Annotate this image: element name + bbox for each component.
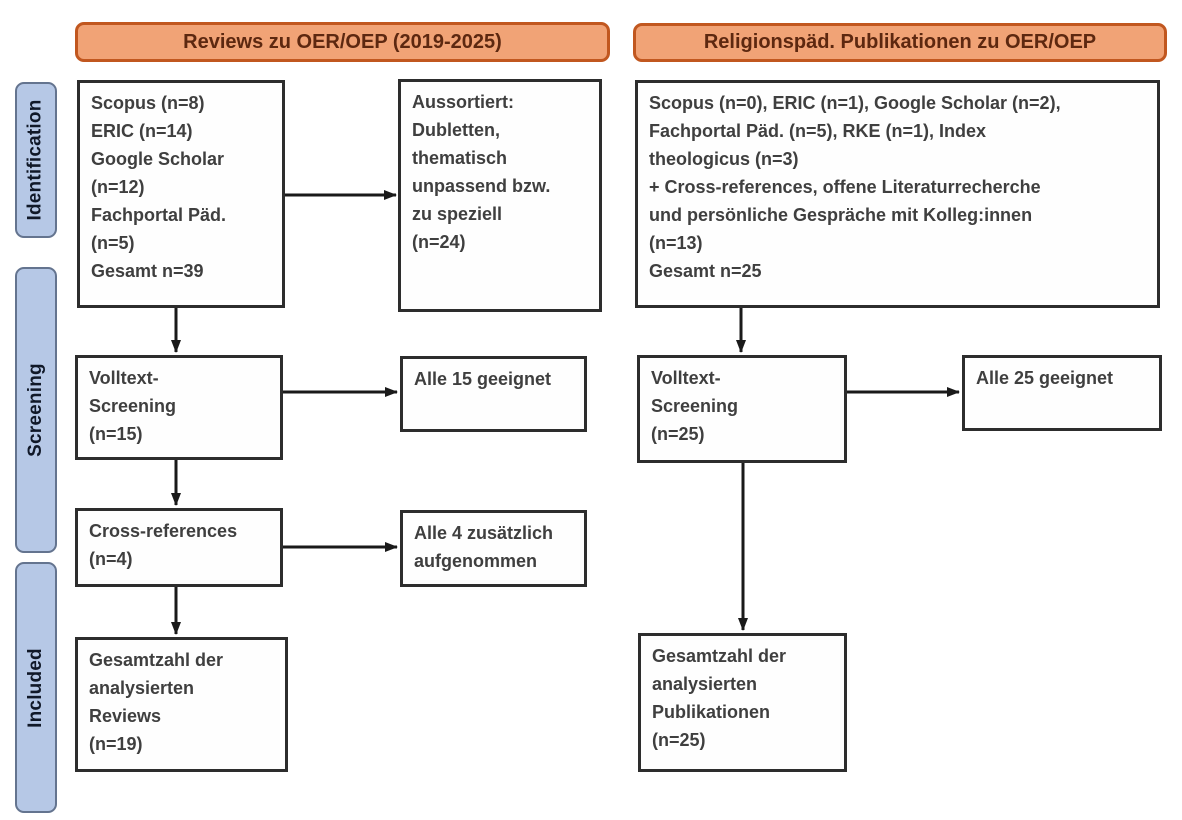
node-left-fulltext-screening: Volltext- Screening (n=15) — [75, 355, 283, 460]
column-header-reviews: Reviews zu OER/OEP (2019-2025) — [75, 22, 610, 62]
stage-label-included: Included — [15, 562, 57, 813]
stage-label-screening: Screening — [15, 267, 57, 553]
node-left-cross-references: Cross-references (n=4) — [75, 508, 283, 587]
node-right-screening-result: Alle 25 geeignet — [962, 355, 1162, 431]
stage-label-identification-text: Identification — [25, 99, 46, 221]
node-right-fulltext-screening: Volltext- Screening (n=25) — [637, 355, 847, 463]
node-right-sources: Scopus (n=0), ERIC (n=1), Google Scholar… — [635, 80, 1160, 308]
stage-label-screening-text: Screening — [25, 363, 47, 457]
node-left-included-total: Gesamtzahl der analysierten Reviews (n=1… — [75, 637, 288, 772]
node-left-excluded: Aussortiert: Dubletten, thematisch unpas… — [398, 79, 602, 312]
node-left-sources: Scopus (n=8) ERIC (n=14) Google Scholar … — [77, 80, 285, 308]
node-left-cross-references-result: Alle 4 zusätzlich aufgenommen — [400, 510, 587, 587]
node-right-included-total: Gesamtzahl der analysierten Publikatione… — [638, 633, 847, 772]
column-header-religionspaed: Religionspäd. Publikationen zu OER/OEP — [633, 23, 1167, 62]
stage-label-included-text: Included — [25, 647, 46, 728]
stage-label-identification: Identification — [15, 82, 57, 238]
node-left-screening-result: Alle 15 geeignet — [400, 356, 587, 432]
